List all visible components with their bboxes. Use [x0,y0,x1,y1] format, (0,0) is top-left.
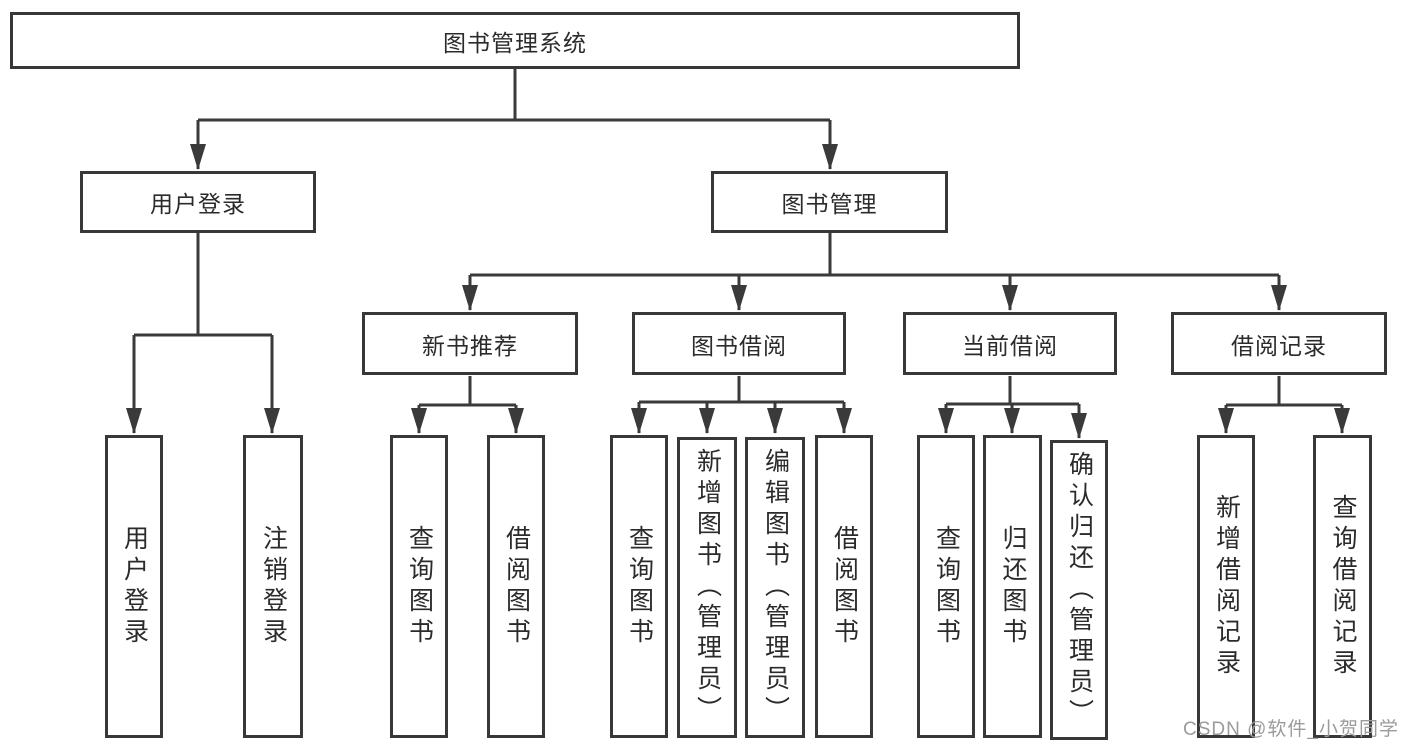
leaf-query-book-1-label: 查询图书 [405,524,434,649]
leaf-borrow-book-2: 借阅图书 [815,435,873,738]
leaf-return-book: 归还图书 [983,435,1042,738]
connector-user-login-trunk [134,233,272,337]
connector-root-trunk [198,69,830,122]
leaf-return-book-label: 归还图书 [999,524,1027,649]
leaf-confirm-return-admin-label: 确认归还（管理员） [1065,450,1094,730]
leaf-query-borrow-record-label: 查询借阅记录 [1329,493,1357,680]
leaf-edit-book-admin-label: 编辑图书（管理员） [761,448,790,727]
leaf-borrow-book-2-label: 借阅图书 [830,524,859,649]
node-borrow-record: 借阅记录 [1171,312,1387,375]
connector-borrow-record-trunk [1226,376,1342,407]
node-new-book-recommend: 新书推荐 [362,312,578,375]
connector-book-management-trunk [470,233,1279,277]
connector-new-book-trunk [419,376,516,407]
leaf-add-borrow-record-label: 新增借阅记录 [1212,493,1241,680]
csdn-watermark: CSDN @软件_小贺同学 [1183,719,1399,740]
node-current-borrow: 当前借阅 [903,312,1117,375]
leaf-query-book-3: 查询图书 [917,435,975,738]
leaf-add-borrow-record: 新增借阅记录 [1197,435,1255,738]
leaf-query-borrow-record: 查询借阅记录 [1313,435,1372,738]
leaf-borrow-book-1: 借阅图书 [487,435,545,738]
node-book-borrow: 图书借阅 [632,312,846,375]
node-book-management: 图书管理 [711,171,948,233]
leaf-logout: 注销登录 [243,435,303,738]
node-user-login: 用户登录 [80,171,316,233]
connector-book-borrow-trunk [639,376,844,404]
leaf-confirm-return-admin: 确认归还（管理员） [1050,440,1108,740]
connector-current-borrow-trunk [946,376,1079,406]
leaf-add-book-admin: 新增图书（管理员） [677,437,737,738]
node-library-management-system: 图书管理系统 [10,12,1020,69]
leaf-query-book-1: 查询图书 [390,435,448,738]
leaf-query-book-3-label: 查询图书 [932,524,961,649]
leaf-query-book-2: 查询图书 [610,435,668,738]
leaf-query-book-2-label: 查询图书 [625,524,654,649]
leaf-borrow-book-1-label: 借阅图书 [502,524,531,649]
leaf-add-book-admin-label: 新增图书（管理员） [693,448,722,727]
leaf-user-login-label: 用户登录 [120,524,149,649]
leaf-logout-label: 注销登录 [259,524,288,649]
leaf-edit-book-admin: 编辑图书（管理员） [745,437,805,738]
leaf-user-login: 用户登录 [105,435,163,738]
